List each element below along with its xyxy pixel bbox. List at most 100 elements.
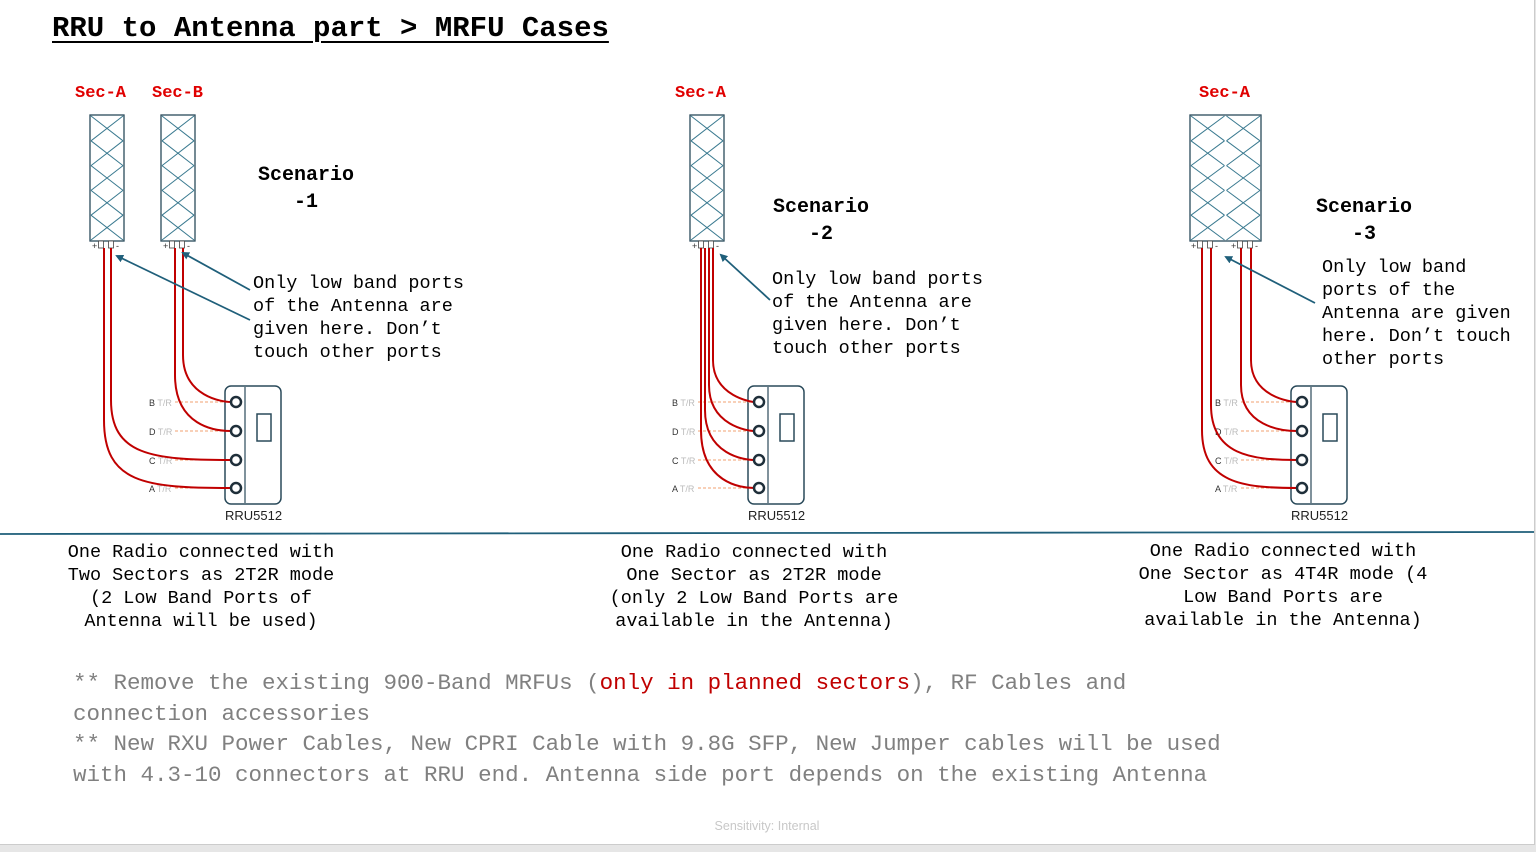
antenna-element-pattern	[1226, 115, 1261, 241]
port-suffix: T/R	[681, 456, 696, 466]
callout-line: other ports	[1322, 349, 1445, 370]
rru-handle	[256, 413, 272, 442]
callout-line: Antenna are given	[1322, 303, 1511, 324]
callout-arrow	[1224, 256, 1316, 304]
caption-line: available in the Antenna)	[615, 611, 893, 632]
scenario-number: -1	[293, 191, 318, 214]
port-label: A T/R	[672, 484, 695, 494]
rru-port	[1295, 395, 1309, 409]
rru-port	[1295, 453, 1309, 467]
rf-jumper-cable	[708, 248, 755, 432]
callout-line: of the Antenna are	[253, 296, 453, 317]
rf-jumper-cable	[1250, 248, 1298, 403]
caption-line: (only 2 Low Band Ports are	[609, 588, 899, 609]
rf-jumper-cable	[704, 248, 755, 461]
port-letter: A	[149, 484, 157, 494]
port-letter: B	[672, 398, 680, 408]
port-suffix: T/R	[1224, 427, 1239, 437]
callout-line: here. Don’t touch	[1322, 326, 1511, 347]
callout-line: given here. Don’t	[253, 319, 442, 340]
antenna-element-pattern	[690, 115, 724, 241]
port-letter: C	[672, 456, 681, 466]
rru-port	[752, 481, 766, 495]
antenna: + - + -	[1189, 114, 1262, 251]
caption-line: Low Band Ports are	[1183, 587, 1383, 608]
sector-label-b: Sec-B	[152, 84, 204, 103]
port-label: A T/R	[1215, 484, 1238, 494]
polarity-plus: +	[1191, 241, 1196, 251]
polarity-minus: -	[716, 241, 719, 251]
polarity-minus: -	[1215, 241, 1218, 251]
sector-label-a: Sec-A	[675, 84, 727, 103]
rf-jumper-cable	[182, 248, 232, 403]
port-suffix: T/R	[158, 427, 173, 437]
antenna-port	[1207, 240, 1213, 249]
sensitivity-label: Sensitivity: Internal	[714, 819, 820, 833]
rru-port	[229, 424, 243, 438]
callout-line: of the Antenna are	[772, 292, 972, 313]
sector-label-a: Sec-A	[75, 84, 127, 103]
rru-handle	[1322, 413, 1338, 442]
port-suffix: T/R	[1223, 398, 1238, 408]
rf-jumper-cable	[1210, 248, 1298, 461]
rru-port	[1295, 481, 1309, 495]
antenna-port	[1197, 240, 1203, 249]
antenna-port	[169, 240, 175, 249]
note-1-text: ** Remove the existing 900-Band MRFUs (	[73, 670, 600, 696]
callout-arrow	[181, 252, 251, 291]
rru-model-label: RRU5512	[225, 508, 282, 523]
port-label: C T/R	[149, 456, 173, 466]
scenario-number: -3	[1351, 223, 1376, 246]
port-label: C T/R	[672, 456, 696, 466]
port-label: D T/R	[149, 427, 173, 437]
rf-jumper-cable	[1201, 248, 1298, 489]
port-letter: A	[672, 484, 680, 494]
caption-line: One Radio connected with	[620, 542, 888, 563]
scenario-label: Scenario	[257, 164, 354, 187]
polarity-minus: -	[1255, 241, 1258, 251]
antenna: +-	[89, 114, 125, 251]
port-letter: C	[1215, 456, 1224, 466]
callout-arrow	[719, 253, 771, 301]
antenna-port	[1237, 240, 1243, 249]
port-label: D T/R	[1215, 427, 1239, 437]
caption-line: One Sector as 4T4R mode (4	[1138, 564, 1428, 585]
rru-port	[752, 424, 766, 438]
scenario-label: Scenario	[1315, 196, 1412, 219]
polarity-plus: +	[692, 241, 697, 251]
rf-jumper-cable	[110, 248, 232, 461]
callout-line: ports of the	[1322, 280, 1456, 301]
port-letter: C	[149, 456, 158, 466]
port-label: A T/R	[149, 484, 172, 494]
port-label: B T/R	[149, 398, 172, 408]
port-suffix: T/R	[1224, 456, 1239, 466]
rru-port	[1295, 424, 1309, 438]
callout-line: Only low band	[1322, 257, 1467, 278]
port-letter: D	[149, 427, 158, 437]
port-suffix: T/R	[681, 427, 696, 437]
port-label: B T/R	[672, 398, 695, 408]
note-2: ** New RXU Power Cables, New CPRI Cable …	[73, 731, 1221, 788]
rf-jumper-cable	[174, 248, 232, 432]
rf-jumper-cable	[103, 248, 232, 489]
polarity-plus: +	[1231, 241, 1236, 251]
rru-port	[229, 395, 243, 409]
antenna-port	[698, 240, 704, 249]
scenario-3-title: Scenario -3	[1310, 194, 1418, 248]
antenna-port	[98, 240, 104, 249]
scenario-number: -2	[808, 223, 833, 246]
rf-jumper-cable	[700, 248, 755, 489]
port-letter: B	[149, 398, 157, 408]
rru-port	[229, 453, 243, 467]
callout-line: touch other ports	[772, 338, 961, 359]
port-suffix: T/R	[1223, 484, 1238, 494]
callout-line: Only low band ports	[253, 273, 464, 294]
port-letter: D	[672, 427, 681, 437]
port-letter: B	[1215, 398, 1223, 408]
